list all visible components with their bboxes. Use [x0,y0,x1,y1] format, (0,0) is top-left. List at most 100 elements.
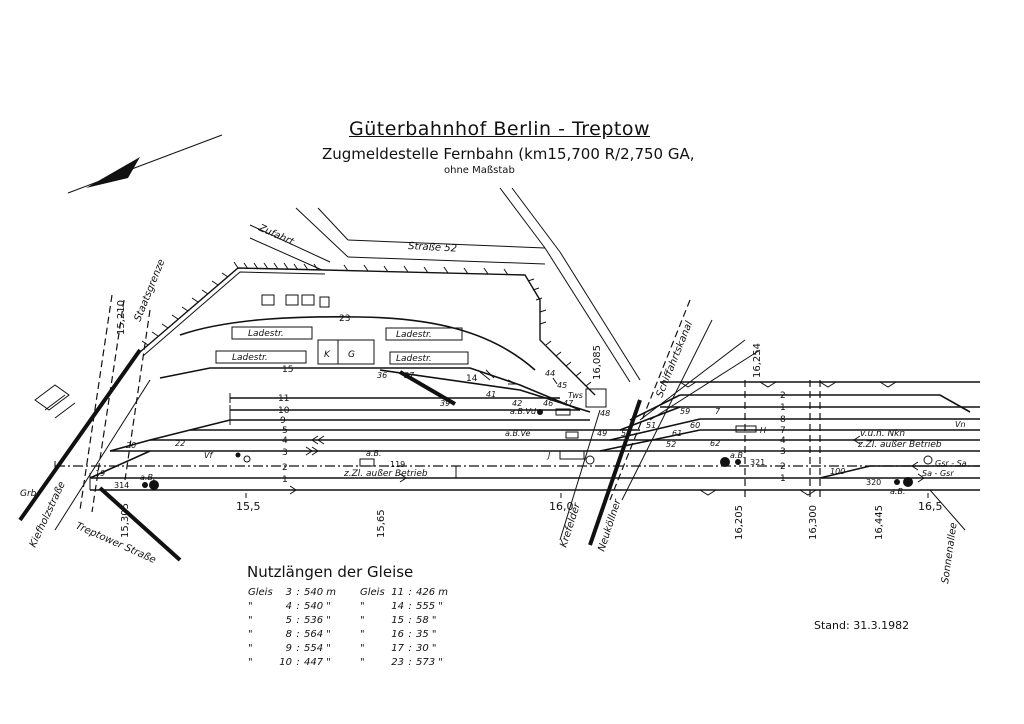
crossing-lines [18,294,966,562]
signal-label-ab-ve: a.B.Ve [505,429,530,438]
lengths-separator: : [408,601,412,612]
lengths-track: 3 [285,587,292,598]
signal-vf-ring-icon [243,455,251,463]
signal-label-ab-left: a.B. [140,473,155,482]
km-160: 16,0 [549,500,574,513]
lengths-title: Nutzlängen der Gleise [247,563,414,581]
signal-label-vf: Vf [204,451,213,460]
lengths-value: 564 " [304,629,331,640]
signal-ab-far-big-icon [903,477,913,487]
annotation-zl-2: z.Zl. außer Betrieb [857,440,942,450]
km-165: 16,5 [918,500,943,513]
track-number-3: 3 [282,448,288,458]
annotations: z.Zl. außer Betrieb z.Zl. außer Betrieb … [343,429,967,479]
switch-44: 44 [545,369,555,378]
lengths-track: 11 [391,587,404,598]
scale-note: ohne Maßstab [444,165,515,176]
right-track-1: 1 [780,403,786,413]
signals: a.B.Vd a.B.Ve Vf a.B. 119 J a.B. 314 a.B… [20,407,966,499]
street-strasse-52: Straße 52 [295,187,641,383]
building-k-label: K [324,350,331,360]
track-number-2: 2 [282,463,288,473]
signal-j-ring-icon [585,455,595,465]
lengths-value: 540 " [304,601,331,612]
track-number-5: 5 [282,426,288,436]
signal-ab-right-small-icon [735,459,741,465]
lengths-value: 426 m [416,587,449,598]
lengths-label: " [248,601,253,612]
km-16300: 16,300 [808,505,819,540]
signal-ab-far-icon [894,479,900,485]
track-number-23: 23 [339,314,350,324]
annotation-gsr-sa: Gsr - Sa [935,459,967,468]
lengths-label: " [248,629,253,640]
street-label-sonnenallee: Sonnenallee [940,522,959,585]
km-16205: 16,205 [734,505,745,540]
lengths-track: 8 [285,629,292,640]
switch-51: 51 [646,421,656,430]
switch-42: 42 [512,399,522,408]
street-label-neukoellner: Neuköllner [596,497,623,553]
goods-tracks: 23 15 14 [159,314,591,413]
switch-41: 41 [486,390,496,399]
lengths-value: 30 " [416,643,437,654]
signal-label-119: 119 [390,460,405,469]
signal-ab-left-icon [142,482,148,488]
switch-7: 7 [715,407,721,416]
loading-roads: Ladestr. Ladestr. Ladestr. Ladestr. [215,326,469,365]
signal-ab-vd-icon [537,409,543,415]
km-16085: 16,085 [592,345,603,380]
lengths-label: " [360,615,365,626]
lengths-value: 554 " [304,643,331,654]
signal-label-grb: Grb [20,489,37,499]
lengths-separator: : [296,615,300,626]
signal-label-ab-right: a.B. [730,451,745,460]
switch-52: 52 [666,440,676,449]
annotation-sa-gsr: Sa - Gsr [922,469,954,478]
lengths-track: 14 [391,601,404,612]
right-track-7: 7 [780,426,786,436]
signal-label-320: 320 [866,478,881,487]
signal-right-ring-icon [923,455,933,465]
signal-ab-right-icon [720,457,730,467]
km-16445: 16,445 [874,505,885,540]
lengths-label: Gleis [360,587,385,598]
track-number-14: 14 [466,374,478,384]
km-15210: 15,210 [116,300,127,335]
signal-ab-left-big-icon [149,480,159,490]
lengths-label: " [360,601,365,612]
lengths-separator: : [296,629,300,640]
right-track-8: 8 [780,415,786,425]
switch-47: 47 [563,399,574,408]
ladestr-label-4: Ladestr. [396,354,432,364]
lengths-track: 10 [279,657,292,668]
switch-numbers: 36 37 39 41 42 44 45 46 47 48 49 50 51 5… [95,369,845,478]
right-track-2b: 2 [780,462,786,472]
right-track-3: 3 [780,447,786,457]
km-16254: 16,254 [752,343,763,378]
lengths-label: " [360,629,365,640]
lengths-separator: : [408,629,412,640]
km-155: 15,5 [236,500,261,513]
lengths-separator: : [408,657,412,668]
signal-label-ab-far: a.B. [890,487,905,496]
switch-48: 48 [600,409,610,418]
switch-100: 100 [830,467,845,476]
signal-label-314: 314 [114,481,129,490]
lengths-row: "17:30 " [360,642,456,656]
signal-vf-icon [235,452,241,458]
ladestr-label-1: Ladestr. [248,329,284,339]
lengths-row: "15:58 " [360,614,456,628]
switch-45: 45 [557,381,567,390]
track-number-4: 4 [282,436,288,446]
buildings: K G Tws [261,294,607,408]
lengths-row: " 8:564 " [248,628,344,642]
lengths-row: "10:447 " [248,656,344,670]
switch-19: 19 [95,469,105,478]
switch-61: 61 [672,429,682,438]
right-track-1b: 1 [780,474,786,484]
lengths-track: 16 [391,629,404,640]
